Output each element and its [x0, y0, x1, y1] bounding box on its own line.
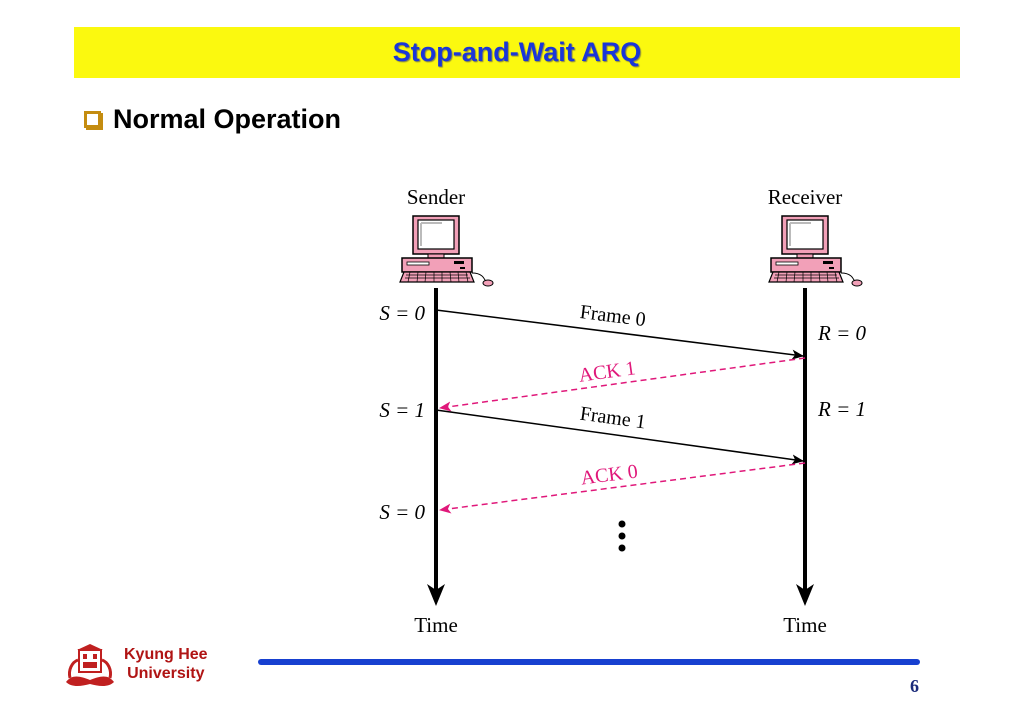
university-logo-icon [66, 644, 114, 686]
title-bar: Stop-and-Wait ARQ [74, 27, 960, 78]
ack-1-arrow [439, 357, 806, 412]
slide-title: Stop-and-Wait ARQ [392, 37, 642, 67]
sender-label: Sender [407, 185, 465, 209]
bullet-row: Normal Operation [84, 104, 341, 135]
receiver-label: Receiver [768, 185, 843, 209]
receiver-state-1: R = 0 [817, 321, 866, 345]
bullet-text: Normal Operation [113, 104, 342, 134]
university-name: Kyung Hee University [124, 645, 208, 683]
sender-state-2: S = 1 [379, 398, 425, 422]
frame-0-arrow [435, 309, 804, 360]
sender-state-3: S = 0 [379, 500, 425, 524]
ack-0-label: ACK 0 [579, 461, 639, 490]
footer-divider [258, 659, 920, 665]
frame-1-label: Frame 1 [579, 403, 647, 434]
continuation-ellipsis-icon [618, 520, 626, 552]
frame-0-label: Frame 0 [579, 301, 647, 331]
receiver-computer-icon [768, 215, 863, 287]
sender-computer-icon [399, 215, 494, 287]
frame-1-arrow [435, 409, 804, 465]
page-number: 6 [910, 676, 919, 696]
ack-1-label: ACK 1 [577, 357, 637, 387]
sender-state-1: S = 0 [379, 301, 425, 325]
university-name-line2: University [127, 665, 205, 682]
receiver-state-2: R = 1 [817, 397, 866, 421]
receiver-time-label: Time [783, 613, 827, 637]
sender-time-label: Time [414, 613, 458, 637]
ack-0-arrow [439, 462, 806, 514]
university-name-line1: Kyung Hee [124, 646, 208, 663]
receiver-timeline-arrowhead [796, 584, 814, 606]
sender-timeline-arrowhead [427, 584, 445, 606]
square-bullet-icon [84, 111, 101, 128]
